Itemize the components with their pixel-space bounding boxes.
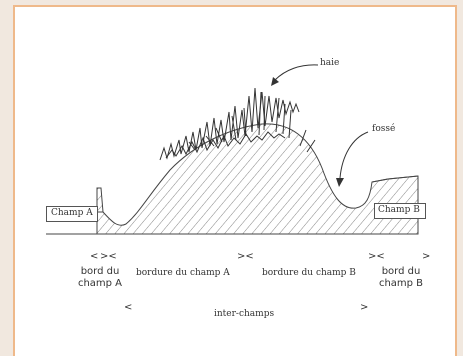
arrow-mark-b1: >< [368, 251, 385, 263]
inter-champs-arrow-right: > [360, 302, 368, 314]
champ-b-box: Champ B [374, 203, 426, 219]
arrow-mark-a1: >< [100, 251, 117, 263]
arrow-mark-right: > [422, 251, 430, 263]
inter-champs-arrow-left: < [124, 302, 132, 314]
soil-profile [97, 124, 418, 234]
bord-champ-a-label: bord du champ A [76, 266, 124, 290]
bord-champ-b-label: bord du champ B [377, 266, 425, 290]
bordure-champ-b-label: bordure du champ B [262, 268, 356, 278]
champ-b-label: Champ B [378, 205, 420, 215]
haie-label: haie [320, 58, 339, 68]
fosse-arrowhead-icon [336, 178, 344, 187]
champ-a-box: Champ A [46, 206, 98, 222]
champ-a-label: Champ A [51, 208, 93, 218]
arrow-mark-left: < [90, 251, 98, 263]
arrow-mark-mid: >< [237, 251, 254, 263]
inter-champs-label: inter-champs [214, 309, 274, 319]
haie-pointer-line [275, 65, 318, 80]
fosse-pointer-line [340, 132, 368, 178]
bordure-champ-a-label: bordure du champ A [136, 268, 230, 278]
haie-arrowhead-icon [271, 77, 279, 86]
fosse-label: fossé [372, 124, 395, 134]
